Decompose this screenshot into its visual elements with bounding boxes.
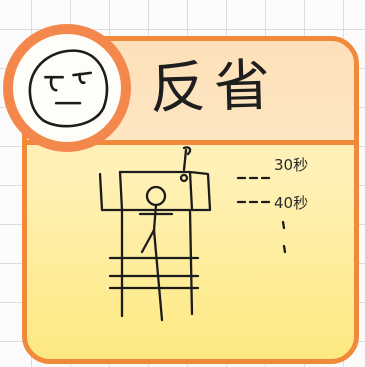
face-avatar [3,24,131,152]
annotation-40: 40秒 [274,194,309,212]
stick-figure-in-bed-icon: 30秒 40秒 [88,130,358,350]
face-icon [13,34,121,142]
page-title: 反省 [149,53,279,122]
annotation-30: 30秒 [274,156,309,174]
